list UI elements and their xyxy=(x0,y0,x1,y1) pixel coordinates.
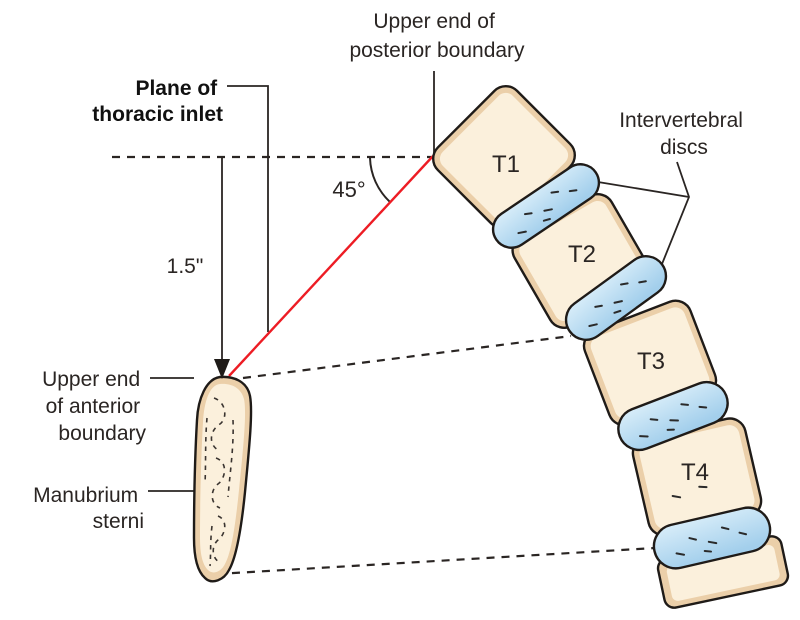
disc-t1-t2-shape xyxy=(491,163,601,249)
label-intervertebral-discs: Intervertebral discs xyxy=(619,109,749,159)
label-distance-1-5-inch: 1.5" xyxy=(167,255,204,278)
manubrium-bottom-dashed-line xyxy=(216,546,656,576)
vertebra-label-t4: T4 xyxy=(681,459,709,486)
plane-of-inlet-leader-line xyxy=(227,85,269,332)
label-plane-of-thoracic-inlet: Plane of thoracic inlet xyxy=(92,77,223,126)
thoracic-inlet-plane-red-line xyxy=(228,155,434,377)
discs-leader-line-2 xyxy=(597,181,690,198)
manubrium-top-dashed-line xyxy=(242,334,572,380)
disc-t4-t5-shape xyxy=(652,506,772,570)
vertebra-label-t1: T1 xyxy=(492,151,520,178)
label-angle-45: 45° xyxy=(332,177,365,202)
discs-leader-line-1 xyxy=(661,161,690,265)
angle-arc xyxy=(369,157,391,203)
label-anterior-boundary: Upper end of anterior boundary xyxy=(42,368,146,445)
vertebra-t4-shape xyxy=(631,417,763,537)
disc-t3-t4-shape xyxy=(617,380,729,452)
manubrium-sterni-shape xyxy=(192,375,253,583)
label-manubrium-sterni: Manubrium sterni xyxy=(33,484,144,533)
vertebra-label-t3: T3 xyxy=(637,348,665,375)
label-posterior-boundary: Upper end of posterior boundary xyxy=(349,10,525,62)
manubrium-stipple xyxy=(210,397,226,451)
arrow-down-icon xyxy=(214,359,230,379)
disc-t2-t3-shape xyxy=(564,255,668,341)
vertebra-label-t2: T2 xyxy=(568,241,596,268)
